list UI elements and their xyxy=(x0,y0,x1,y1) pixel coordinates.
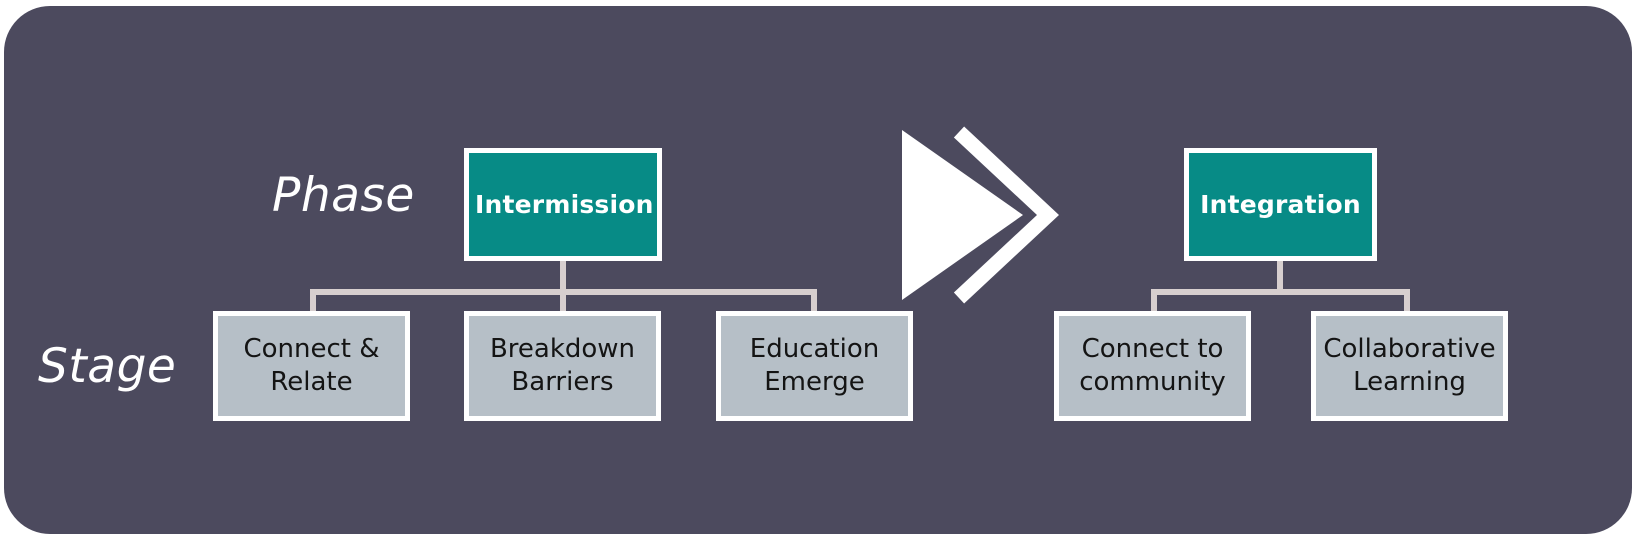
stage-box-connect-and-relate[interactable]: Connect & Relate xyxy=(213,311,410,421)
connector-intermission-drop-2 xyxy=(560,289,566,311)
stage-box-connect-to-community-label: Connect to community xyxy=(1079,334,1226,397)
connector-intermission-drop-3 xyxy=(811,289,817,311)
stage-box-connect-and-relate-label: Connect & Relate xyxy=(243,334,380,397)
phase-box-integration[interactable]: Integration xyxy=(1184,148,1377,261)
stage-box-education-emerge-label: Education Emerge xyxy=(749,334,880,397)
row-label-stage: Stage xyxy=(38,339,177,394)
connector-integration-drop-2 xyxy=(1404,289,1410,311)
connector-intermission-drop-1 xyxy=(310,289,316,311)
stage-box-breakdown-barriers-label: Breakdown Barriers xyxy=(489,334,636,397)
stage-box-breakdown-barriers[interactable]: Breakdown Barriers xyxy=(464,311,661,421)
stage-box-collaborative-learning-label: Collaborative Learning xyxy=(1323,334,1496,397)
diagram-panel xyxy=(4,6,1632,534)
stage-box-connect-to-community[interactable]: Connect to community xyxy=(1054,311,1251,421)
phase-box-intermission[interactable]: Intermission xyxy=(464,148,662,261)
connector-integration-bus xyxy=(1151,289,1410,295)
connector-integration-drop-1 xyxy=(1151,289,1157,311)
stage-box-collaborative-learning[interactable]: Collaborative Learning xyxy=(1311,311,1508,421)
connector-intermission-stem xyxy=(560,261,566,295)
phase-box-integration-label: Integration xyxy=(1200,189,1361,219)
stage-box-education-emerge[interactable]: Education Emerge xyxy=(716,311,913,421)
phase-box-intermission-label: Intermission xyxy=(475,189,654,219)
row-label-phase: Phase xyxy=(272,168,415,223)
double-chevron-right-icon xyxy=(902,126,1059,304)
connector-integration-stem xyxy=(1277,261,1283,295)
